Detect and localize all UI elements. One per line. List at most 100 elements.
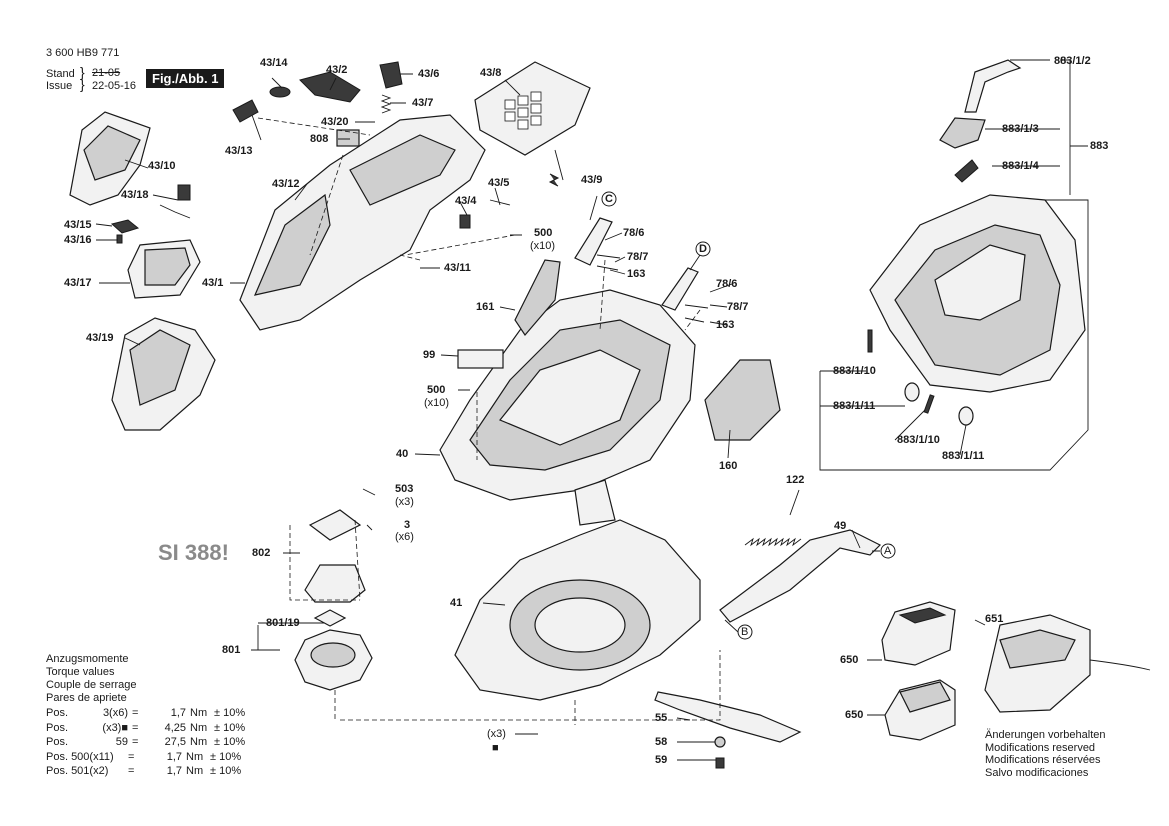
part-43-7-spring	[380, 94, 392, 114]
callout-43-20: 43/20	[321, 116, 349, 128]
torque-title-es: Pares de apriete	[46, 692, 127, 704]
part-43-15-key	[110, 219, 140, 234]
callout-883: 883	[1090, 140, 1109, 152]
mod-de: Änderungen vorbehalten	[985, 729, 1106, 741]
callout-78-6-a: 78/6	[623, 227, 645, 239]
part-883-1-11-wheel	[904, 382, 920, 402]
callout-503-qty: (x3)	[395, 496, 414, 508]
callout-43-6: 43/6	[418, 68, 440, 80]
brace-icon: }	[80, 76, 85, 92]
callout-B: B	[741, 626, 749, 638]
callout-43-12: 43/12	[272, 178, 300, 190]
callout-78-7-a: 78/7	[627, 251, 649, 263]
part-802-electronics	[304, 564, 366, 603]
callout-square: ■	[492, 742, 499, 754]
callout-122: 122	[786, 474, 805, 486]
part-59-bolt	[715, 757, 725, 769]
callout-883-1-11-a: 883/1/11	[833, 400, 876, 412]
callout-160: 160	[719, 460, 738, 472]
callout-500-a: 500	[534, 227, 553, 239]
part-122-spring	[744, 537, 802, 547]
callout-49: 49	[834, 520, 847, 532]
callout-801-19: 801/19	[266, 617, 300, 629]
callout-43-5: 43/5	[488, 177, 510, 189]
callout-43-8: 43/8	[480, 67, 502, 79]
callout-41: 41	[450, 597, 463, 609]
callout-43-7: 43/7	[412, 97, 434, 109]
callout-883-1-10-b: 883/1/10	[897, 434, 940, 446]
part-160-cover	[704, 359, 781, 441]
torque-title-fr: Couple de serrage	[46, 679, 137, 691]
callout-99: 99	[423, 349, 436, 361]
callout-3: 3	[404, 519, 411, 531]
part-43-13-latch	[232, 99, 259, 123]
callout-40: 40	[396, 448, 409, 460]
callout-43-9: 43/9	[581, 174, 603, 186]
issue-label: Issue	[46, 80, 73, 92]
part-161-cover	[514, 259, 561, 336]
callout-802: 802	[252, 547, 271, 559]
callout-58: 58	[655, 736, 668, 748]
callout-43-18: 43/18	[121, 189, 149, 201]
figure-label: Fig./Abb. 1	[146, 69, 225, 88]
callout-43-14: 43/14	[260, 57, 288, 69]
torque-titles: Anzugsmomente Torque values Couple de se…	[46, 653, 137, 705]
mod-fr: Modifications réservées	[985, 754, 1101, 766]
callout-D: D	[699, 243, 707, 255]
part-43-14-clip	[269, 86, 291, 98]
part-883-1-3-indicator	[939, 117, 986, 149]
model-label: SI 388!	[158, 540, 229, 565]
callout-C: C	[605, 193, 613, 205]
modifications-note: Änderungen vorbehalten Modifications res…	[985, 729, 1105, 779]
part-78-6-bracket-d	[661, 267, 699, 311]
part-883-1-4-clip	[954, 159, 979, 183]
callout-650-a: 650	[840, 654, 859, 666]
callout-651: 651	[985, 613, 1004, 625]
torque-title-en: Torque values	[46, 666, 115, 678]
callout-883-1-11-b: 883/1/11	[942, 450, 985, 462]
part-650-battery-a	[881, 601, 956, 666]
stand-label: Stand	[46, 68, 75, 80]
part-808-label	[336, 129, 360, 147]
stand-date: 21-05	[92, 67, 121, 79]
callout-503: 503	[395, 483, 414, 495]
mod-es: Salvo modificaciones	[985, 766, 1089, 779]
part-43-18-switch	[177, 184, 191, 201]
callout-163-a: 163	[627, 268, 646, 280]
callout-3-qty: (x6)	[395, 531, 414, 543]
callout-59: 59	[655, 754, 668, 766]
part-78-6-bracket-c	[574, 217, 613, 266]
callout-650-b: 650	[845, 709, 864, 721]
callout-43-4: 43/4	[455, 195, 477, 207]
callout-43-15: 43/15	[64, 219, 92, 231]
callout-43-16: 43/16	[64, 234, 92, 246]
callout-883-1-3: 883/1/3	[1002, 123, 1039, 135]
callout-x3: (x3)	[487, 728, 506, 740]
callout-43-13: 43/13	[225, 145, 253, 157]
callout-55: 55	[655, 712, 668, 724]
callout-78-7-b: 78/7	[727, 301, 749, 313]
doc-number: 3 600 HB9 771	[46, 47, 120, 59]
callout-43-1: 43/1	[202, 277, 224, 289]
callout-883-1-4: 883/1/4	[1002, 160, 1039, 172]
part-49-rail	[719, 529, 882, 623]
callout-43-10: 43/10	[148, 160, 176, 172]
part-883-1-2-handle	[964, 59, 1022, 113]
part-43-2-lever	[299, 71, 361, 103]
callout-808: 808	[310, 133, 329, 145]
callout-A: A	[884, 545, 892, 557]
callout-43-17: 43/17	[64, 277, 92, 289]
callout-883-1-10-a: 883/1/10	[833, 365, 876, 377]
callout-500-b: 500	[427, 384, 446, 396]
callout-161: 161	[476, 301, 495, 313]
callout-500-b-qty: (x10)	[424, 397, 450, 409]
mod-en: Modifications reserved	[985, 741, 1096, 754]
callout-43-2: 43/2	[326, 64, 348, 76]
